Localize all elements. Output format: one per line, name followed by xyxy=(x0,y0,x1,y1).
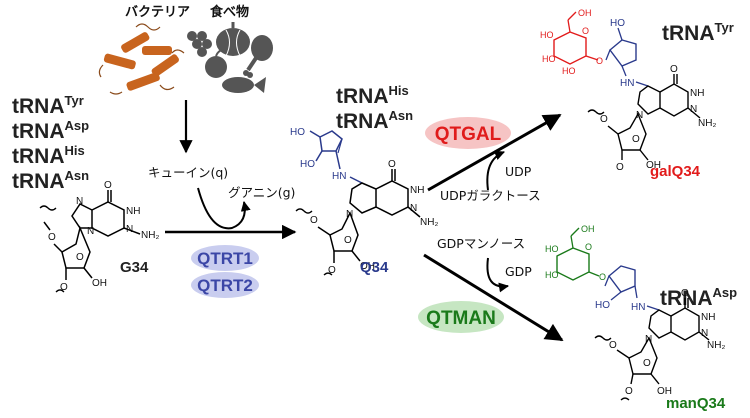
svg-text:O: O xyxy=(328,265,336,276)
qtrt2-badge: QTRT2 xyxy=(191,272,259,298)
food-icon xyxy=(187,22,273,93)
svg-text:OH: OH xyxy=(581,224,595,234)
trna-left-asn: tRNAAsn xyxy=(12,168,89,193)
svg-text:QTRT2: QTRT2 xyxy=(197,276,253,295)
svg-text:NH: NH xyxy=(690,88,704,99)
svg-text:HO: HO xyxy=(290,127,305,138)
svg-text:OH: OH xyxy=(360,261,375,272)
queuine-label: キューイン(q) xyxy=(148,165,228,180)
manq34-label: manQ34 xyxy=(666,395,726,412)
svg-text:NH₂: NH₂ xyxy=(698,118,716,129)
svg-text:N: N xyxy=(87,226,94,237)
trna-mid-list: tRNAHis tRNAAsn xyxy=(336,83,413,133)
svg-text:HO: HO xyxy=(300,159,315,170)
svg-text:O: O xyxy=(625,386,633,397)
svg-text:N: N xyxy=(690,104,697,115)
svg-text:HO: HO xyxy=(545,244,559,254)
bacteria-label: バクテリア xyxy=(125,5,190,20)
svg-text:O: O xyxy=(596,56,603,66)
svg-text:QTGAL: QTGAL xyxy=(435,124,502,145)
trna-asp-right: tRNAAsp xyxy=(660,285,737,310)
qtrt1-badge: QTRT1 xyxy=(191,245,259,271)
svg-text:N: N xyxy=(410,203,417,214)
manq34-structure: OH HO HO O O HO HN O NH N NH₂ N O O OH O xyxy=(545,224,725,401)
svg-text:OH: OH xyxy=(646,160,661,171)
svg-text:QTMAN: QTMAN xyxy=(426,308,496,329)
trna-left-his: tRNAHis xyxy=(12,143,85,168)
svg-text:O: O xyxy=(104,180,112,191)
trna-mid-asn: tRNAAsn xyxy=(336,108,413,133)
svg-text:OH: OH xyxy=(578,8,592,18)
trna-left-list: tRNATyr tRNAAsp tRNAHis tRNAAsn xyxy=(12,93,89,193)
svg-text:OH: OH xyxy=(657,386,672,397)
svg-text:O: O xyxy=(681,288,689,299)
svg-text:O: O xyxy=(344,235,352,246)
food-label: 食べ物 xyxy=(210,4,249,20)
svg-text:HN: HN xyxy=(620,78,634,89)
svg-text:HO: HO xyxy=(610,18,625,29)
guanine-label: グアニン(g) xyxy=(228,185,295,200)
qtman-badge: QTMAN xyxy=(418,301,504,333)
gdp-curve-arrow xyxy=(486,257,509,293)
svg-text:O: O xyxy=(76,252,84,263)
q34-structure: HO HO HN O NH N NH₂ N O O OH O xyxy=(290,127,438,276)
svg-text:tRNATyr: tRNATyr xyxy=(662,20,734,45)
svg-text:O: O xyxy=(48,232,56,243)
qtman-arrow xyxy=(423,253,564,342)
svg-text:NH₂: NH₂ xyxy=(420,217,438,228)
trna-mid-his: tRNAHis xyxy=(336,83,409,108)
g34-structure: O NH N N NH₂ N O O OH O xyxy=(39,180,159,293)
svg-text:HO: HO xyxy=(562,66,576,76)
svg-text:N: N xyxy=(76,196,83,207)
svg-text:HN: HN xyxy=(631,302,645,313)
q34-label: Q34 xyxy=(360,259,389,276)
svg-text:NH₂: NH₂ xyxy=(141,230,159,241)
svg-text:O: O xyxy=(582,26,589,36)
exchange-curve-arrow xyxy=(197,187,251,230)
gdp-man-label: GDPマンノース xyxy=(437,236,525,251)
svg-text:OH: OH xyxy=(92,278,107,289)
udp-label: UDP xyxy=(505,164,532,179)
svg-text:N: N xyxy=(701,328,708,339)
udp-curve-arrow xyxy=(486,150,505,191)
svg-text:HN: HN xyxy=(332,171,346,182)
galq34-structure: OH HO HO HO O O HO HN O NH N NH₂ N O O O… xyxy=(540,8,716,173)
gdp-label: GDP xyxy=(505,264,532,279)
svg-text:O: O xyxy=(310,215,318,226)
svg-text:O: O xyxy=(599,272,606,282)
trna-left-asp: tRNAAsp xyxy=(12,118,89,143)
svg-text:HO: HO xyxy=(545,270,559,280)
svg-text:NH₂: NH₂ xyxy=(707,340,725,351)
svg-text:N: N xyxy=(636,110,643,121)
svg-text:O: O xyxy=(60,282,68,293)
svg-text:O: O xyxy=(600,114,608,125)
bacteria-icon xyxy=(98,23,185,95)
svg-text:O: O xyxy=(609,340,617,351)
galq34-label: galQ34 xyxy=(650,163,701,180)
udp-gal-label: UDPガラクトース xyxy=(440,188,541,203)
g34-label: G34 xyxy=(120,259,149,276)
svg-text:NH: NH xyxy=(701,312,715,323)
svg-text:O: O xyxy=(616,162,624,173)
svg-text:O: O xyxy=(388,159,396,170)
svg-text:HO: HO xyxy=(540,30,554,40)
svg-text:O: O xyxy=(632,134,640,145)
svg-text:NH: NH xyxy=(126,206,140,217)
svg-text:NH: NH xyxy=(410,185,424,196)
trna-left-tyr: tRNATyr xyxy=(12,93,84,118)
svg-text:O: O xyxy=(643,358,651,369)
svg-text:O: O xyxy=(670,64,678,75)
trna-tyr-right: tRNATyr xyxy=(662,20,734,45)
svg-text:O: O xyxy=(585,242,592,252)
svg-text:HO: HO xyxy=(595,300,610,311)
svg-text:QTRT1: QTRT1 xyxy=(197,249,253,268)
svg-text:tRNAAsp: tRNAAsp xyxy=(660,285,737,310)
svg-text:HO: HO xyxy=(542,54,556,64)
qtgal-badge: QTGAL xyxy=(425,117,511,149)
